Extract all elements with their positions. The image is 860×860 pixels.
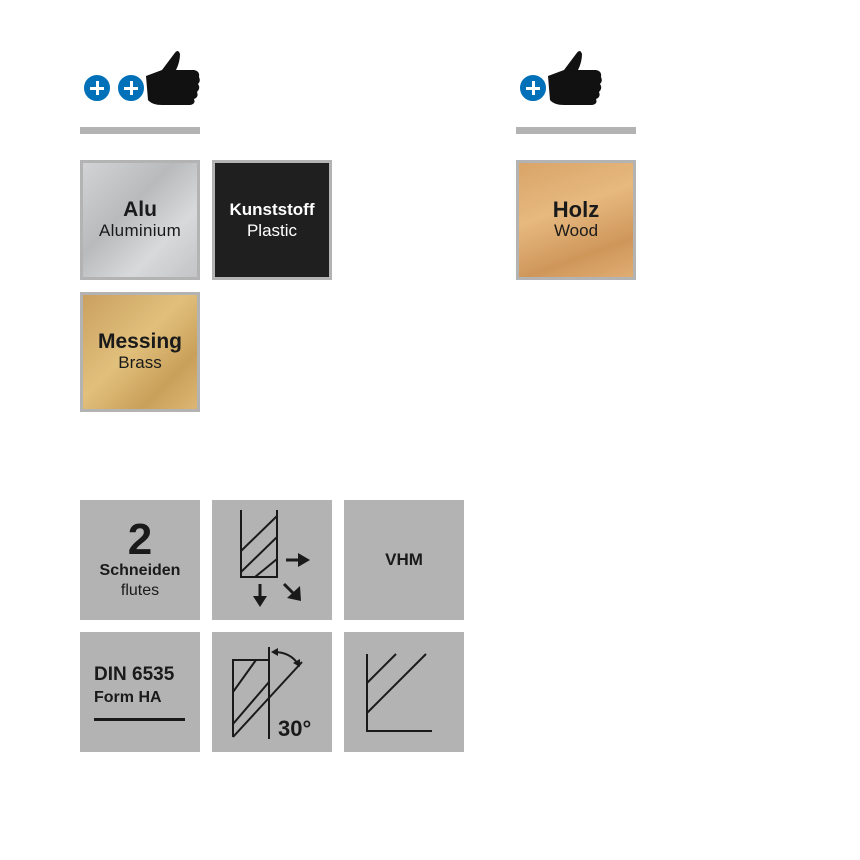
spec-material-vhm: VHM bbox=[344, 500, 464, 620]
flutes-sublabel: flutes bbox=[120, 582, 160, 599]
spec-helix-angle: 30° bbox=[212, 632, 332, 752]
material-name: Kunststoff bbox=[229, 200, 315, 219]
material-subname: Brass bbox=[118, 353, 162, 372]
rating-double-plus bbox=[80, 46, 205, 106]
cutting-direction-icon bbox=[240, 510, 310, 607]
helix-angle-icon bbox=[232, 647, 303, 739]
material-tile-aluminium: Alu Aluminium bbox=[80, 160, 200, 280]
din-underline bbox=[94, 718, 185, 721]
spec-chamfer bbox=[344, 632, 464, 752]
thumbs-up-icon bbox=[548, 51, 602, 105]
chamfer-profile-icon bbox=[366, 653, 432, 732]
material-tile-wood: Holz Wood bbox=[516, 160, 636, 280]
material-tile-brass: Messing Brass bbox=[80, 292, 200, 412]
material-subname: Aluminium bbox=[98, 221, 182, 240]
plus-icon bbox=[116, 73, 146, 103]
rating-divider bbox=[80, 127, 200, 134]
material-subname: Wood bbox=[553, 221, 599, 240]
helix-angle-value: 30° bbox=[278, 716, 312, 741]
material-name: Holz bbox=[552, 197, 600, 222]
flutes-number: 2 bbox=[127, 515, 153, 564]
plus-icon bbox=[82, 73, 112, 103]
flutes-label: Schneiden bbox=[99, 562, 181, 579]
spec-din: DIN 6535 Form HA bbox=[80, 632, 200, 752]
material-name: Messing bbox=[97, 330, 183, 353]
spec-flutes: 2 Schneiden flutes bbox=[80, 500, 200, 620]
material-tile-plastic: Kunststoff Plastic bbox=[212, 160, 332, 280]
rating-single-plus bbox=[516, 46, 611, 106]
din-standard: DIN 6535 bbox=[94, 664, 175, 685]
thumbs-up-icon bbox=[146, 51, 200, 105]
material-subname: Plastic bbox=[246, 221, 298, 240]
din-form: Form HA bbox=[94, 689, 162, 706]
vhm-label: VHM bbox=[385, 550, 423, 569]
material-name: Alu bbox=[123, 198, 157, 221]
spec-cutting-directions bbox=[212, 500, 332, 620]
plus-icon bbox=[518, 73, 548, 103]
rating-divider bbox=[516, 127, 636, 134]
